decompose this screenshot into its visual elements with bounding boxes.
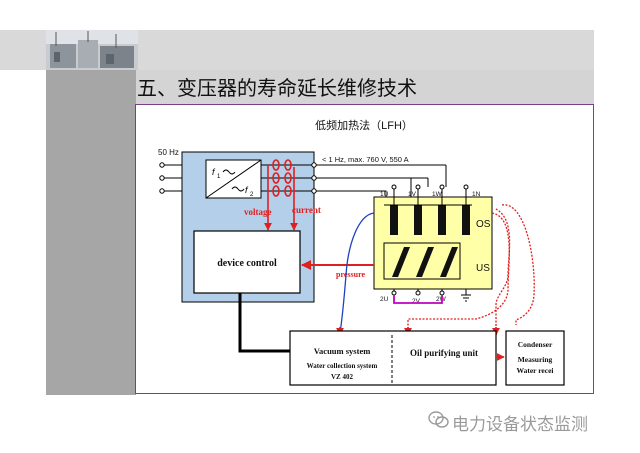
output-lines: [261, 162, 447, 205]
oil-supply-line: [495, 208, 511, 333]
secondary-windings: [392, 247, 458, 277]
water-receiver-label: Water recei: [517, 366, 554, 375]
condenser-box: [505, 330, 565, 386]
short-circuit-link: [393, 295, 443, 304]
measuring-label: Measuring: [518, 355, 553, 364]
current-sensor-coils: [272, 159, 292, 197]
terminal-2u: 2U: [380, 296, 389, 303]
output-spec: < 1 Hz, max. 760 V, 550 A: [322, 155, 409, 164]
ground-icon: [461, 289, 471, 302]
secondary-winding-frame: [383, 242, 461, 280]
condenser-label: Condenser: [518, 340, 553, 349]
lfh-diagram: 低频加热法（LFH） 50 Hz f 1 f 2 < 1 Hz, max. 76…: [158, 118, 565, 386]
vacuum-hose: [339, 212, 375, 334]
watermark-text: 电力设备状态监测: [452, 415, 588, 435]
device-control-label: device control: [217, 258, 277, 269]
pressure-label: pressure: [336, 270, 365, 279]
diagram-frame: 低频加热法（LFH） 50 Hz f 1 f 2 < 1 Hz, max. 76…: [135, 104, 594, 394]
converter-f2: f: [245, 185, 249, 195]
us-label: US: [476, 263, 490, 274]
converter-sub-2: 2: [250, 192, 254, 198]
transformer-photo-thumbnail: [46, 30, 138, 70]
voltage-label: voltage: [244, 207, 272, 217]
terminal-1w: 1W: [432, 191, 443, 198]
vacuum-oil-system-box: [289, 330, 497, 386]
water-collection-label: Water collection system: [307, 362, 378, 370]
oil-return-line: [407, 212, 510, 333]
vacuum-system-label: Vacuum system: [314, 346, 371, 356]
diagram-title: 低频加热法（LFH）: [315, 118, 413, 132]
wechat-icon: [428, 411, 449, 428]
top-terminals: 1U 1V 1W 1N: [380, 191, 481, 198]
converter-f1: f: [212, 167, 216, 177]
slide-title: 五、变压器的寿命延长维修技术: [137, 76, 417, 100]
device-control-box: [193, 230, 301, 294]
vz-label: VZ 402: [331, 373, 353, 381]
control-cable: [238, 293, 290, 353]
os-label: OS: [476, 219, 491, 230]
feedback-lines: [264, 165, 298, 231]
current-label: current: [292, 205, 321, 215]
converter-sub-1: 1: [217, 174, 221, 180]
terminal-1v: 1V: [408, 191, 417, 198]
terminal-1u: 1U: [380, 191, 389, 198]
terminal-1n: 1N: [472, 191, 481, 198]
supply-label: 50 Hz: [158, 148, 179, 157]
title-band: [136, 70, 594, 104]
terminal-2v: 2V: [412, 298, 421, 305]
oil-purifying-label: Oil purifying unit: [410, 348, 478, 358]
left-band: [46, 70, 136, 395]
primary-windings: [390, 205, 470, 235]
